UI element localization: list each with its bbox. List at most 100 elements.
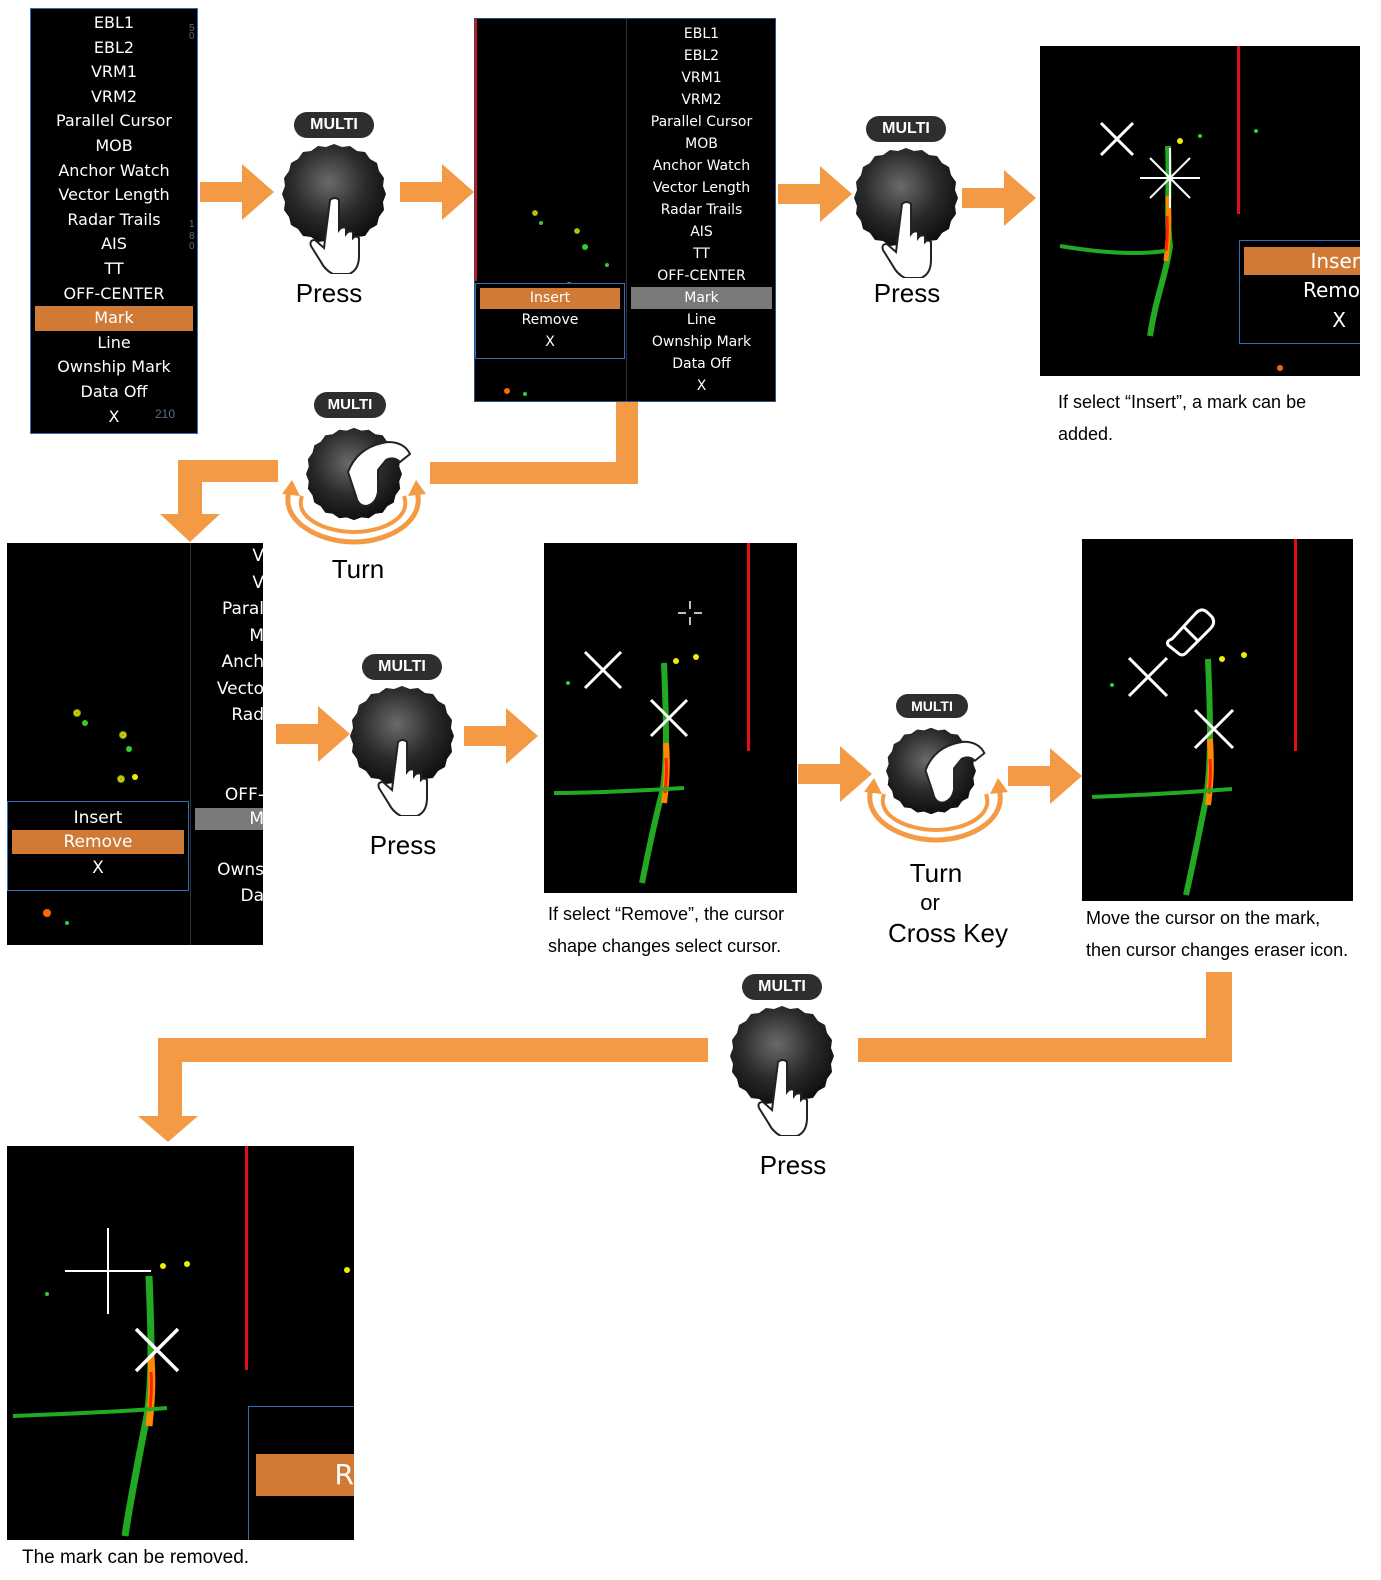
press-hand-icon [309, 197, 360, 274]
submenu-remove[interactable]: Remove [12, 830, 184, 854]
radar-heading-line [245, 1146, 248, 1370]
submenu-close[interactable]: X [1332, 308, 1346, 332]
menu-item-partial[interactable] [191, 830, 263, 857]
menu-item-tt[interactable]: TT [693, 246, 710, 262]
flow-connector [138, 972, 1232, 1142]
menu-item-mob[interactable]: MOB [685, 136, 718, 152]
menu-item-radar-trails[interactable]: Radar Trails [67, 209, 161, 229]
radar-panel-removed: R [7, 1146, 354, 1540]
menu-item-vector-length[interactable]: Vector Length [58, 185, 170, 205]
menu-item-mark[interactable]: Mark [35, 306, 193, 331]
multi-knob-turn-2[interactable]: MULTI Turn or Cross Key [860, 694, 1010, 954]
radar-panel-insert: Inser Remo X [1040, 46, 1360, 376]
menu-item-mark[interactable]: Mark [631, 287, 772, 309]
press-label: Press [295, 278, 363, 308]
menu-item-data-off[interactable]: Data Off [80, 381, 148, 401]
menu-item-partial[interactable]: Owns [217, 859, 263, 880]
menu-item-close[interactable]: X [108, 406, 120, 426]
menu-item-ownship-mark[interactable]: Ownship Mark [57, 357, 171, 377]
caption-eraser: Move the cursor on the mark, then cursor… [1086, 908, 1349, 960]
menu-item-partial[interactable]: Da [240, 886, 263, 906]
radar-echoes [43, 709, 138, 925]
menu-item-vrm1[interactable]: VRM1 [90, 62, 138, 82]
menu-item-partial[interactable]: M [249, 625, 263, 646]
submenu-insert[interactable]: Insert [73, 808, 123, 828]
menu-item-partial[interactable]: OFF- [224, 784, 263, 805]
menu-item-parallel-cursor[interactable]: Parallel Cursor [56, 111, 172, 131]
mark-x-icon [649, 698, 689, 738]
multi-knob-press-2[interactable]: MULTI Press [852, 116, 962, 316]
radar-heading-line [475, 19, 477, 281]
submenu-close[interactable]: X [92, 858, 104, 878]
submenu-insert[interactable]: Inser [1244, 247, 1360, 275]
menu-item-ais[interactable]: AIS [101, 234, 127, 254]
caption-insert: If select “Insert”, a mark can be added. [1058, 392, 1307, 444]
multi-label: MULTI [314, 392, 386, 418]
menu-item-partial[interactable]: V [252, 546, 263, 566]
multi-label: MULTI [866, 116, 946, 142]
menu-item-anchor-watch[interactable]: Anchor Watch [58, 160, 170, 180]
menu-item-line[interactable]: Line [97, 332, 131, 352]
multi-knob-turn-1[interactable]: MULTI Turn [278, 392, 428, 592]
menu-item-anchor-watch[interactable]: Anchor Watch [652, 158, 751, 174]
menu-item-line[interactable]: Line [686, 312, 717, 328]
menu-item-ownship-mark[interactable]: Ownship Mark [651, 334, 752, 350]
menu-item-data-off[interactable]: Data Off [672, 356, 731, 372]
multi-label: MULTI [742, 974, 822, 1000]
menu-item-ebl2[interactable]: EBL2 [683, 48, 720, 64]
menu-item-close[interactable]: X [696, 378, 707, 394]
flow-arrow [400, 164, 474, 220]
flow-arrow [276, 706, 350, 762]
menu-item-vector-length[interactable]: Vector Length [652, 180, 751, 196]
press-hand-icon [377, 739, 428, 816]
menu-item-partial[interactable]: V [252, 572, 263, 593]
eraser-icon [1166, 608, 1216, 657]
menu-item-partial[interactable]: Vecto [216, 678, 263, 699]
menu-item-radar-trails[interactable]: Radar Trails [660, 202, 743, 218]
scale-mark: 0 [189, 241, 195, 252]
submenu-remove[interactable]: Remove [521, 312, 579, 328]
mark-submenu: Insert Remove X [475, 283, 625, 359]
menu-item-mob[interactable]: MOB [95, 135, 133, 155]
caption-removed: The mark can be removed. [22, 1547, 250, 1568]
submenu-remove[interactable]: Remo [1302, 278, 1360, 302]
multi-knob-press-1[interactable]: MULTI Press [280, 112, 390, 312]
submenu-insert[interactable]: Insert [480, 288, 620, 309]
menu-item-vrm2[interactable]: VRM2 [681, 92, 722, 108]
menu-item-parallel-cursor[interactable]: Parallel Cursor [650, 114, 753, 130]
menu-item-partial[interactable]: Anch [221, 652, 263, 672]
cross-key-label: Cross Key [888, 918, 1008, 948]
flow-connector [160, 402, 638, 542]
multi-knob-press-3[interactable]: MULTI Press [348, 654, 458, 864]
flow-arrow [962, 170, 1036, 226]
turn-hand-icon [924, 740, 986, 804]
turn-arrows-icon [282, 480, 426, 545]
multi-knob-press-4[interactable]: MULTI Press [728, 974, 838, 1184]
menu-item-ebl1[interactable]: EBL1 [683, 26, 720, 42]
menu-item-off-center[interactable]: OFF-CENTER [63, 283, 165, 303]
menu-item-partial[interactable]: Paral [221, 599, 263, 619]
radar-echoes [1091, 652, 1247, 896]
menu-item-partial[interactable]: Rad [231, 705, 263, 725]
flow-arrow [200, 164, 274, 220]
menu-item-off-center[interactable]: OFF-CENTER [657, 268, 746, 284]
menu-item-ebl2[interactable]: EBL2 [93, 37, 135, 57]
radar-main-menu-2: EBL1 EBL2 VRM1 VRM2 Parallel Cursor MOB … [626, 19, 775, 401]
scale-mark: 0 [189, 31, 195, 42]
crosshair-cursor-icon [1140, 148, 1200, 208]
menu-item-partial[interactable] [191, 729, 263, 756]
or-label: or [920, 890, 940, 915]
menu-item-vrm1[interactable]: VRM1 [681, 70, 722, 86]
turn-label: Turn [909, 858, 963, 888]
menu-item-partial[interactable] [191, 755, 263, 782]
menu-item-vrm2[interactable]: VRM2 [90, 86, 138, 106]
crosshair-cursor-icon [65, 1228, 151, 1314]
menu-item-tt[interactable]: TT [104, 258, 124, 278]
submenu-remove-partial[interactable]: R [256, 1454, 354, 1496]
flow-arrow [778, 166, 852, 222]
menu-item-ebl1[interactable]: EBL1 [93, 13, 135, 32]
menu-item-ais[interactable]: AIS [690, 224, 713, 240]
submenu-close[interactable]: X [545, 334, 555, 350]
radar-main-menu-partial: V V Paral M Anch Vecto Rad OFF- M Owns D… [190, 543, 263, 945]
menu-item-partial[interactable]: M [195, 808, 263, 830]
